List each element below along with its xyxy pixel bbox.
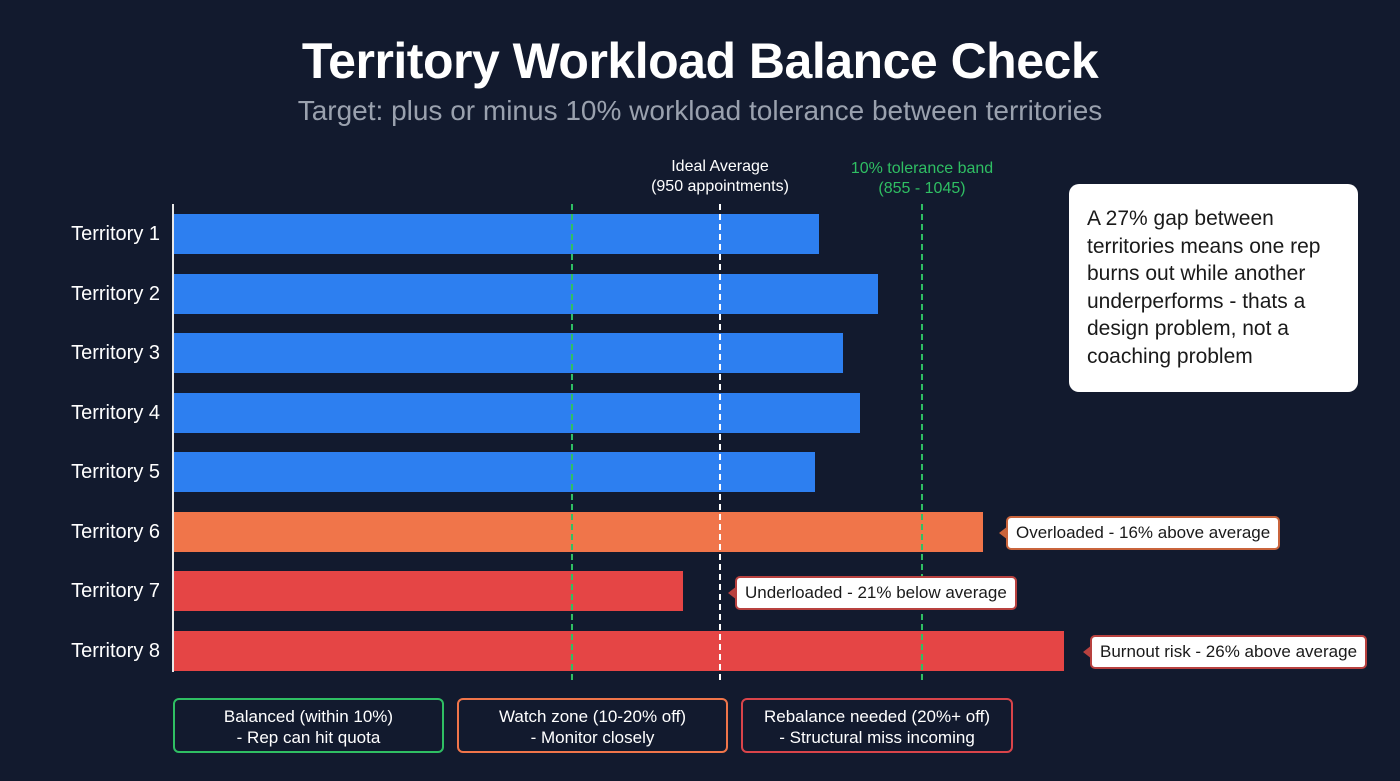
tolerance-low-line xyxy=(571,204,573,680)
row-label: Territory 8 xyxy=(71,640,160,662)
bar-territory-7 xyxy=(174,571,683,611)
tolerance-label-line1: 10% tolerance band xyxy=(850,160,994,177)
tolerance-label-line2: (855 - 1045) xyxy=(878,180,966,197)
tolerance-high-line xyxy=(921,204,923,680)
legend-rebalance-line1: Rebalance needed (20%+ off) xyxy=(763,707,991,726)
bar-territory-3 xyxy=(174,333,844,373)
row-label: Territory 4 xyxy=(71,402,160,424)
average-line-label: Ideal Average (950 appointments) xyxy=(620,157,820,197)
y-axis-line xyxy=(172,204,174,672)
legend-watch-zone: Watch zone (10-20% off) - Monitor closel… xyxy=(457,698,728,753)
bar-territory-6 xyxy=(174,512,984,552)
bar-territory-4 xyxy=(174,393,861,433)
average-label-line2: (950 appointments) xyxy=(651,178,789,195)
average-line xyxy=(719,204,721,680)
callout-territory-8: Burnout risk - 26% above average xyxy=(1082,635,1368,669)
chart-subtitle: Target: plus or minus 10% workload toler… xyxy=(297,95,1103,126)
row-label: Territory 2 xyxy=(71,283,160,305)
bar-territory-2 xyxy=(174,274,879,314)
legend-watch-line1: Watch zone (10-20% off) xyxy=(498,707,687,726)
bar-territory-5 xyxy=(174,452,816,492)
chart-title: Territory Workload Balance Check xyxy=(301,33,1099,89)
bar-territory-8 xyxy=(174,631,1065,671)
legend-balanced-line1: Balanced (within 10%) xyxy=(223,707,394,726)
bar-territory-1 xyxy=(174,214,820,254)
legend-balanced-line2: - Rep can hit quota xyxy=(236,728,381,747)
callout-territory-6: Overloaded - 16% above average xyxy=(998,516,1281,550)
tolerance-band-label: 10% tolerance band (855 - 1045) xyxy=(822,159,1022,199)
row-label: Territory 5 xyxy=(71,461,160,483)
row-label: Territory 6 xyxy=(71,521,160,543)
row-label: Territory 3 xyxy=(71,342,160,364)
legend-balanced: Balanced (within 10%) - Rep can hit quot… xyxy=(173,698,444,753)
legend-rebalance-line2: - Structural miss incoming xyxy=(779,728,975,747)
legend-watch-line2: - Monitor closely xyxy=(530,728,655,747)
row-label: Territory 7 xyxy=(71,580,160,602)
legend-rebalance: Rebalance needed (20%+ off) - Structural… xyxy=(741,698,1013,753)
row-label: Territory 1 xyxy=(71,223,160,245)
callout-territory-7: Underloaded - 21% below average xyxy=(728,576,1017,610)
insight-box: A 27% gap between territories means one … xyxy=(1069,184,1358,392)
average-label-line1: Ideal Average xyxy=(671,158,769,175)
